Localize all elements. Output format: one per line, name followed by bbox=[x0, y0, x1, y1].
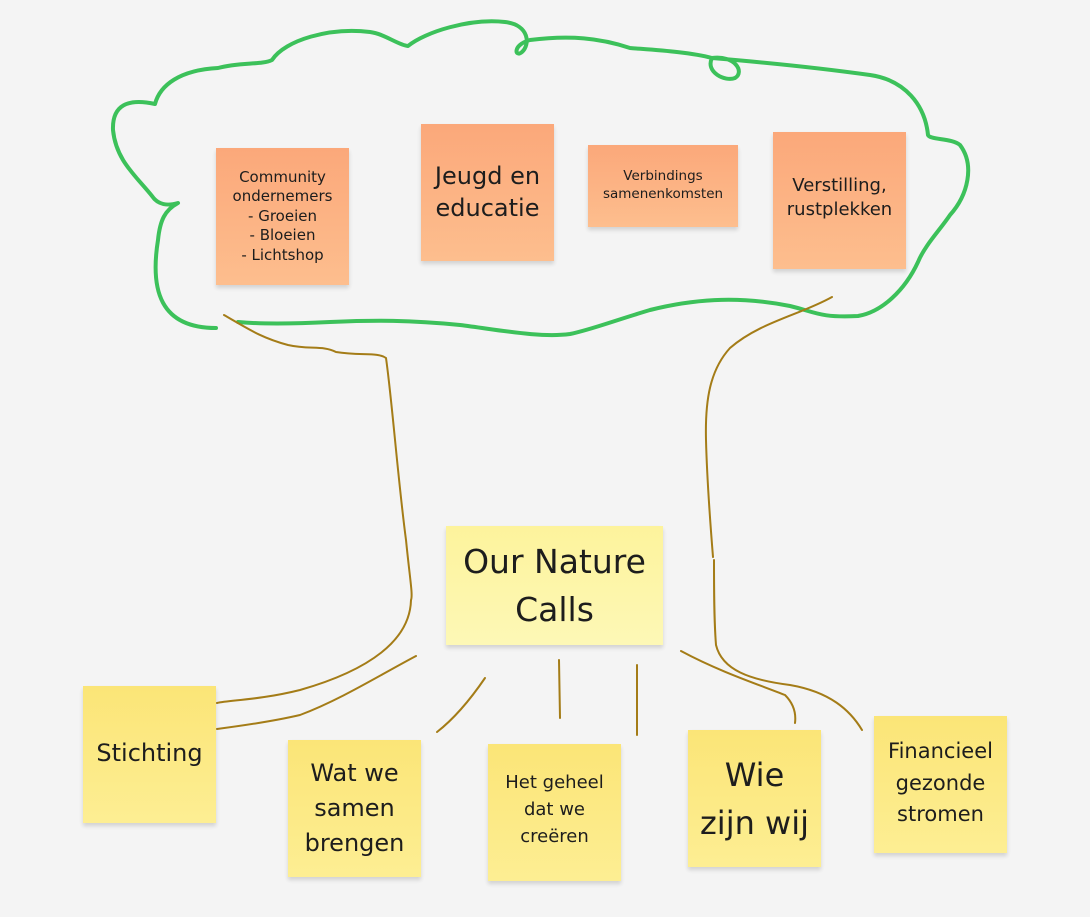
left-branch-line bbox=[216, 655, 417, 730]
sticky-note-wat-we-samen-brengen[interactable]: Wat we samen brengen bbox=[288, 740, 421, 877]
right-trunk-lower-line bbox=[713, 559, 863, 731]
sticky-note-community-ondernemers[interactable]: Community ondernemers - Groeien - Bloeie… bbox=[216, 148, 349, 285]
sticky-note-text: Verstilling, rustplekken bbox=[786, 175, 893, 220]
sticky-note-text: Financieel gezonde stromen bbox=[888, 739, 993, 827]
left-trunk-line bbox=[216, 314, 413, 704]
sticky-note-text: Stichting bbox=[96, 738, 203, 767]
sticky-note-wie-zijn-wij[interactable]: Wie zijn wij bbox=[688, 730, 821, 867]
sticky-note-verstilling-rustplekken[interactable]: Verstilling, rustplekken bbox=[773, 132, 906, 269]
sticky-note-verbindings-samenenkomsten[interactable]: Verbindings samenenkomsten bbox=[588, 145, 738, 227]
sticky-note-text: Wat we samen brengen bbox=[304, 759, 405, 857]
sticky-note-text: Community ondernemers - Groeien - Bloeie… bbox=[232, 167, 333, 264]
right-trunk-line bbox=[704, 296, 833, 558]
sticky-note-het-geheel-dat-we-creeren[interactable]: Het geheel dat we creëren bbox=[488, 744, 621, 881]
sticky-note-text: Het geheel dat we creëren bbox=[505, 772, 604, 847]
tree-crown-outline bbox=[110, 19, 971, 338]
root-line-het-geheel-left bbox=[558, 659, 561, 719]
sticky-note-text: Verbindings samenenkomsten bbox=[602, 168, 724, 202]
sticky-note-text: Jeugd en educatie bbox=[434, 162, 541, 222]
sticky-note-financieel-gezonde-stromen[interactable]: Financieel gezonde stromen bbox=[874, 716, 1007, 853]
sticky-note-stichting[interactable]: Stichting bbox=[83, 686, 216, 823]
sticky-note-our-nature-calls[interactable]: Our Nature Calls bbox=[446, 526, 663, 645]
root-line-wie-zijn-wij bbox=[680, 650, 797, 724]
sticky-note-text: Wie zijn wij bbox=[700, 755, 809, 842]
sticky-note-text: Our Nature Calls bbox=[463, 541, 646, 629]
sticky-note-jeugd-en-educatie[interactable]: Jeugd en educatie bbox=[421, 124, 554, 261]
root-line-wat-we bbox=[436, 677, 486, 733]
